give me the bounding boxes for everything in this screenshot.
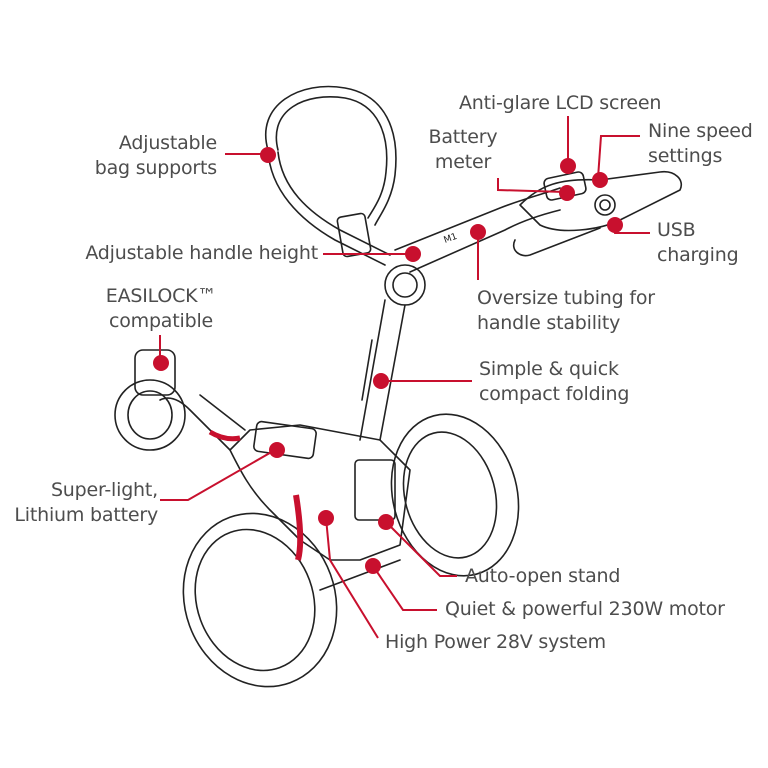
hinge-knob — [384, 264, 426, 306]
right-rear-wheel — [390, 413, 520, 577]
hotspot-folding[interactable] — [373, 373, 389, 389]
callout-line: bag supports — [94, 157, 217, 179]
hotspot-handle-height[interactable] — [405, 246, 421, 262]
callout-line: Lithium battery — [14, 504, 158, 526]
trolley-body — [229, 424, 411, 561]
callout-line: meter — [434, 151, 492, 173]
callout-line: High Power 28V system — [385, 631, 606, 653]
main-tube — [359, 299, 386, 441]
callout-tubing: Oversize tubing for handle stability — [477, 286, 655, 336]
hotspots — [153, 147, 623, 574]
hotspot-usb[interactable] — [607, 217, 623, 233]
callout-line: charging — [657, 244, 739, 266]
callout-line: Super-light, — [50, 479, 158, 501]
callout-line: Quiet & powerful 230W motor — [445, 598, 725, 620]
callout-motor: Quiet & powerful 230W motor — [445, 597, 725, 622]
hotspot-battery-meter[interactable] — [559, 185, 575, 201]
callout-bag-supports: Adjustable bag supports — [95, 131, 217, 181]
callout-battery-meter: Battery meter — [418, 125, 508, 175]
hotspot-motor[interactable] — [365, 558, 381, 574]
callout-stand: Auto-open stand — [465, 564, 620, 589]
hotspot-tubing[interactable] — [470, 224, 486, 240]
callout-line: Adjustable handle height — [85, 242, 318, 264]
left-rear-wheel — [182, 512, 338, 688]
callout-line: USB — [657, 219, 696, 241]
callout-line: EASILOCK™ — [105, 285, 217, 307]
callout-line: Battery — [428, 126, 498, 148]
callout-line: Nine speed — [648, 120, 753, 142]
hotspot-battery[interactable] — [269, 442, 285, 458]
callout-line: settings — [648, 145, 723, 167]
callout-lcd: Anti-glare LCD screen — [459, 91, 661, 116]
callout-battery: Super-light, Lithium battery — [14, 478, 158, 528]
bag-support-ring — [265, 85, 397, 226]
callout-line: Oversize tubing for — [477, 287, 655, 309]
callout-line: Auto-open stand — [465, 565, 621, 587]
callout-line: compact folding — [479, 383, 630, 405]
callout-system: High Power 28V system — [385, 630, 606, 655]
easilock-mount — [134, 349, 176, 396]
front-arm — [159, 397, 231, 451]
hotspot-speed[interactable] — [592, 172, 608, 188]
hotspot-lcd[interactable] — [560, 158, 576, 174]
handle-head — [519, 170, 682, 232]
hotspot-system[interactable] — [318, 510, 334, 526]
callout-easilock: EASILOCK™ compatible — [96, 284, 226, 334]
front-wheel — [114, 379, 186, 451]
callout-line: Anti-glare LCD screen — [459, 92, 662, 114]
callout-line: compatible — [108, 310, 214, 332]
callout-usb: USB charging — [657, 218, 739, 268]
callout-folding: Simple & quick compact folding — [479, 357, 629, 407]
hotspot-easilock[interactable] — [153, 355, 169, 371]
stand — [354, 459, 396, 521]
red-accent-slot — [293, 494, 304, 561]
callout-line: Adjustable — [118, 132, 217, 154]
callout-handle-height: Adjustable handle height — [85, 241, 318, 266]
callout-speed: Nine speed settings — [648, 119, 753, 169]
brand-mark: M1 — [443, 232, 459, 246]
callout-line: Simple & quick — [479, 358, 619, 380]
hotspot-stand[interactable] — [378, 514, 394, 530]
hotspot-bag-supports[interactable] — [260, 147, 276, 163]
callout-line: handle stability — [477, 312, 621, 334]
